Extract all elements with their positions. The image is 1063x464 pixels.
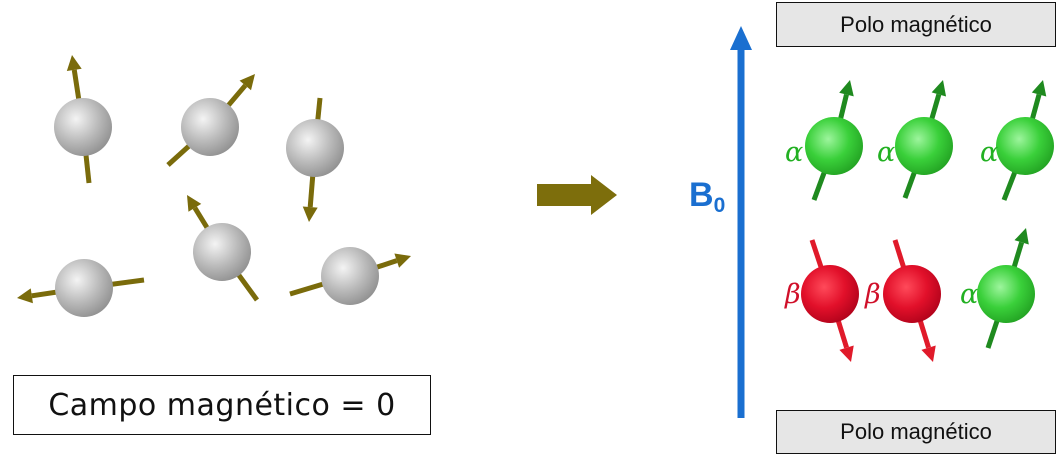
alpha-spin-nucleus [996,80,1054,201]
magnetic-pole-top: Polo magnético [776,2,1056,47]
beta-label: β [865,279,881,310]
beta-label: β [785,279,801,310]
alpha-label: α [877,137,896,168]
alpha-label: α [785,137,804,168]
nucleus-sphere [321,247,379,305]
nucleus-sphere [54,98,112,156]
nucleus-sphere [286,119,344,177]
gray-spin-nucleus [166,74,255,167]
alpha-label: α [980,137,999,168]
gray-spin-nucleus [187,195,260,302]
transition-arrow [537,175,617,215]
gray-spin-nucleus [54,55,112,184]
nucleus-sphere [977,265,1035,323]
alpha-label: α [960,279,979,310]
nucleus-sphere [181,98,239,156]
b0-field-arrowhead [730,26,752,50]
gray-spin-nucleus [289,247,411,305]
nucleus-sphere [895,117,953,175]
b0-main: B [689,176,714,214]
gray-spin-nucleus [17,259,145,317]
alpha-spin-nucleus [977,228,1035,349]
random-spins-group [17,55,411,317]
b0-label: B0 [689,178,725,216]
beta-spin-nucleus [801,239,859,362]
nucleus-sphere [801,265,859,323]
gray-spin-nucleus [286,97,344,222]
nucleus-sphere [883,265,941,323]
alpha-spin-nucleus [805,80,863,201]
beta-spin-nucleus [883,239,941,362]
aligned-spins-group [801,80,1054,362]
b0-subscript: 0 [713,194,726,217]
magnetic-pole-bottom: Polo magnético [776,410,1056,454]
alpha-spin-nucleus [895,80,953,199]
zero-field-label: Campo magnético = 0 [13,375,431,435]
nucleus-sphere [193,223,251,281]
nucleus-sphere [996,117,1054,175]
nucleus-sphere [55,259,113,317]
nucleus-sphere [805,117,863,175]
